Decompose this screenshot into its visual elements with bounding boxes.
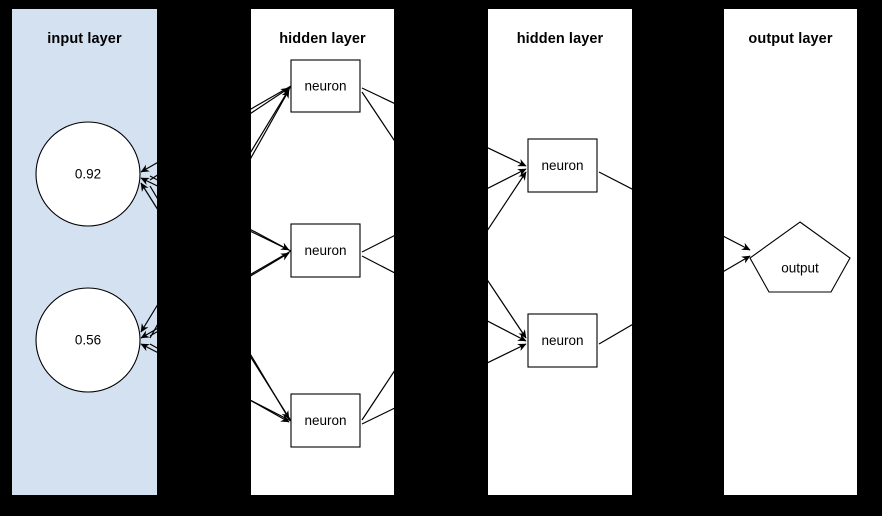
layer-panel-output: output layer <box>723 8 858 496</box>
layer-title-output: output layer <box>748 31 833 47</box>
gap-mask-1 <box>159 0 250 516</box>
gap-mask-2 <box>396 0 487 516</box>
layer-title-hidden-2: hidden layer <box>516 31 604 47</box>
layer-title-input: input layer <box>47 31 122 47</box>
gap-mask-right <box>858 0 882 516</box>
gap-mask-top <box>0 0 882 8</box>
layer-panel-input: input layer <box>11 8 158 496</box>
layer-panel-hidden-1: hidden layer <box>250 8 395 496</box>
gap-mask-3 <box>634 0 723 516</box>
layer-panel-hidden-2: hidden layer <box>487 8 633 496</box>
layer-title-hidden-1: hidden layer <box>279 31 366 47</box>
gap-mask-left <box>0 0 11 516</box>
gap-mask-bottom <box>0 496 882 516</box>
